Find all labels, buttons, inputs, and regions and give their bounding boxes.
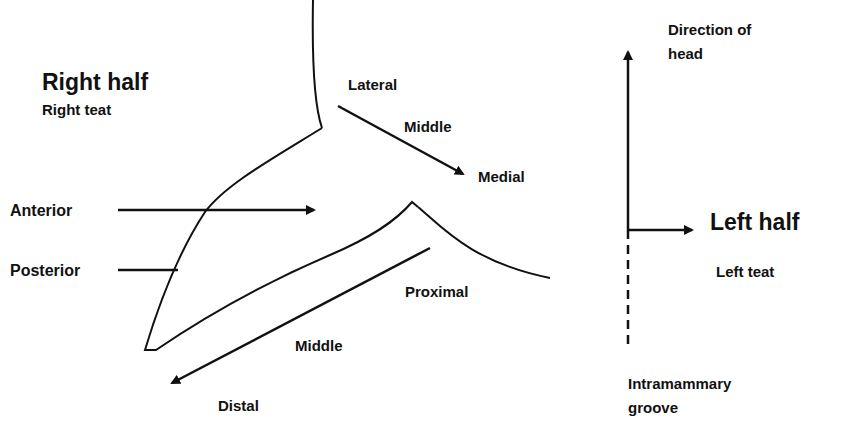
posterior-leader [118, 269, 178, 272]
udder-outline [313, 0, 322, 128]
half-label: Left half [710, 210, 840, 234]
groove-label: Intramammary groove [628, 372, 768, 420]
half-label: Right half [42, 70, 202, 94]
groove-line [627, 230, 630, 345]
teat-label: Left teat [716, 260, 836, 284]
proximal-distal-arrow [172, 248, 430, 383]
orientation-label: Direction of head [668, 18, 778, 66]
direction-label: Middle [295, 334, 385, 358]
teat-outline [145, 128, 418, 350]
teat-label: Right teat [42, 98, 162, 122]
direction-label: Posterior [10, 259, 110, 283]
direction-label: Medial [478, 165, 568, 189]
direction-label: Distal [218, 394, 308, 418]
head-direction-arrow [627, 52, 630, 230]
direction-label: Proximal [405, 280, 505, 304]
anterior-arrow [118, 209, 314, 212]
direction-label: Lateral [348, 73, 438, 97]
udder-outline [418, 207, 550, 278]
direction-label: Anterior [10, 199, 110, 223]
lateral-medial-arrow [338, 106, 463, 174]
left-half-arrow [628, 229, 692, 232]
direction-label: Middle [404, 115, 494, 139]
